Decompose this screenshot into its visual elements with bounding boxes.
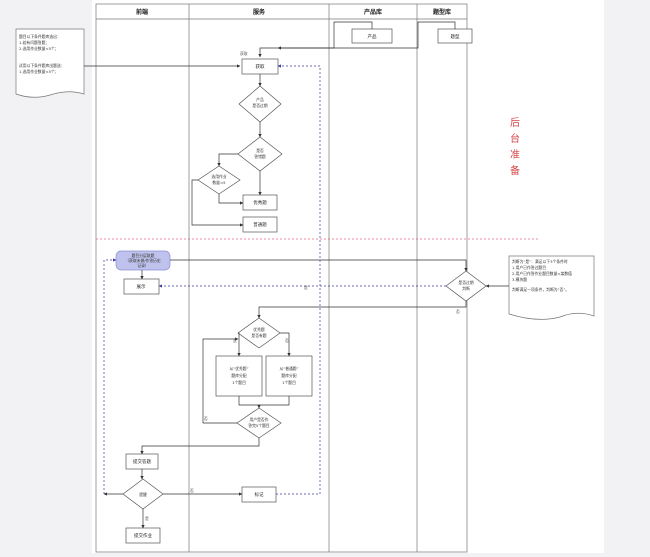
svg-text:产品: 产品 [256, 97, 264, 102]
dashed-connectors [103, 64, 446, 495]
svg-text:是否: 是否 [256, 148, 264, 153]
svg-text:数量<5: 数量<5 [212, 180, 226, 185]
svg-text:获取: 获取 [256, 63, 265, 70]
svg-text:（获取未做/作答历史: （获取未做/作答历史 [125, 258, 161, 263]
svg-text:否: 否 [456, 309, 460, 314]
svg-text:普通题: 普通题 [253, 221, 267, 228]
svg-text:从“普通题”: 从“普通题” [279, 366, 298, 371]
side-label-char: 备 [510, 164, 520, 177]
svg-text:判断: 判断 [462, 286, 470, 291]
svg-text:选用作业: 选用作业 [211, 174, 226, 179]
svg-text:标记: 标记 [255, 491, 264, 498]
svg-text:否: 否 [204, 416, 208, 421]
submit-answer-box: 提交答题 [125, 453, 159, 470]
svg-text:答完5个题目: 答完5个题目 [248, 423, 270, 428]
finish-box: 提交作业 [125, 527, 161, 544]
note-line: 试用以下条件题库出题选： [19, 63, 65, 68]
svg-text:展示: 展示 [137, 284, 146, 290]
lane-title-service: 服务 [253, 8, 266, 16]
note-line: 3.模块题 [512, 277, 527, 282]
svg-text:提醒: 提醒 [139, 492, 147, 497]
note-line: 2.选用作业数量<5个； [19, 46, 59, 51]
svg-text:是: 是 [145, 516, 149, 521]
svg-text:否: 否 [190, 488, 194, 493]
edge-labels: 是 否 是 否 否 否 是 [145, 285, 460, 521]
product-box: 产品 [351, 28, 393, 44]
note-top-left: 题目以下条件题库选出： 1.若有问题答题； 2.选用作业数量<5个； 试用以下条… [15, 28, 85, 98]
fetch-box: 获取 [241, 58, 279, 75]
svg-text:优秀题: 优秀题 [253, 327, 265, 332]
svg-text:从“优秀题”: 从“优秀题” [229, 366, 248, 371]
svg-text:优秀题: 优秀题 [253, 199, 267, 206]
fetch-label: 获取 [240, 51, 248, 56]
svg-text:是否有题: 是否有题 [251, 333, 266, 338]
svg-text:题目分层取题: 题目分层取题 [132, 253, 155, 258]
svg-text:1个题目: 1个题目 [282, 380, 296, 385]
svg-text:1个题目: 1个题目 [232, 380, 246, 385]
svg-text:是否过期: 是否过期 [458, 280, 473, 285]
note-line: 题目以下条件题库选出： [19, 34, 61, 39]
side-label-char: 准 [510, 149, 520, 161]
lane-title-frontend: 前端 [136, 8, 148, 16]
svg-text:提交答题: 提交答题 [133, 458, 151, 465]
assign-excellent-box: 从“优秀题” 题库分配 1个题目 [215, 355, 263, 397]
note-line: 1.若有问题答题； [19, 40, 49, 45]
svg-text:是: 是 [304, 285, 308, 290]
svg-text:是: 是 [233, 338, 237, 343]
excellent-box: 优秀题 [242, 194, 278, 211]
record-box: 标记 [241, 486, 277, 503]
assign-normal-box: 从“普通题” 题库分配 1个题目 [265, 355, 313, 397]
note-line: 1.用户已作答过题目 [512, 265, 546, 270]
side-label: 后 台 准 备 [510, 117, 520, 177]
svg-text:记录）: 记录） [137, 263, 148, 268]
side-label-char: 台 [510, 132, 520, 145]
show-box: 展示 [123, 278, 160, 295]
normal-box: 普通题 [242, 216, 278, 233]
note-right: 判断为“是”：满足以下3个条件时 1.用户已作答过题目 2.用户已作答作业题目数… [508, 255, 595, 320]
svg-text:否: 否 [285, 338, 289, 343]
start-box: 题目分层取题 （获取未做/作答历史 记录） [115, 250, 171, 271]
question-type-box: 题型 [437, 28, 473, 44]
svg-text:是否过期: 是否过期 [252, 103, 267, 108]
lane-title-question-library: 题型库 [432, 8, 451, 16]
note-line: 判断为“是”：满足以下3个条件时 [512, 259, 568, 264]
svg-text:题库分配: 题库分配 [231, 373, 246, 378]
note-line: 2.用户已作答作业题目数量<某数值 [512, 271, 572, 276]
side-label-char: 后 [510, 117, 520, 129]
svg-text:产品: 产品 [368, 33, 377, 40]
svg-text:答错题: 答错题 [254, 154, 266, 159]
decision-excellent-available: 优秀题 是否有题 [237, 317, 281, 349]
svg-text:题型: 题型 [451, 33, 460, 40]
lane-title-product-library: 产品库 [364, 8, 382, 16]
connectors [84, 21, 509, 529]
svg-text:用户是否作: 用户是否作 [250, 417, 269, 422]
note-line: 1.选用作业数量<5个； [19, 69, 59, 74]
svg-text:提交作业: 提交作业 [134, 532, 152, 539]
svg-text:题库分配: 题库分配 [281, 373, 296, 378]
note-line: 判断满足一项条件，判断为“否”。 [512, 287, 569, 292]
